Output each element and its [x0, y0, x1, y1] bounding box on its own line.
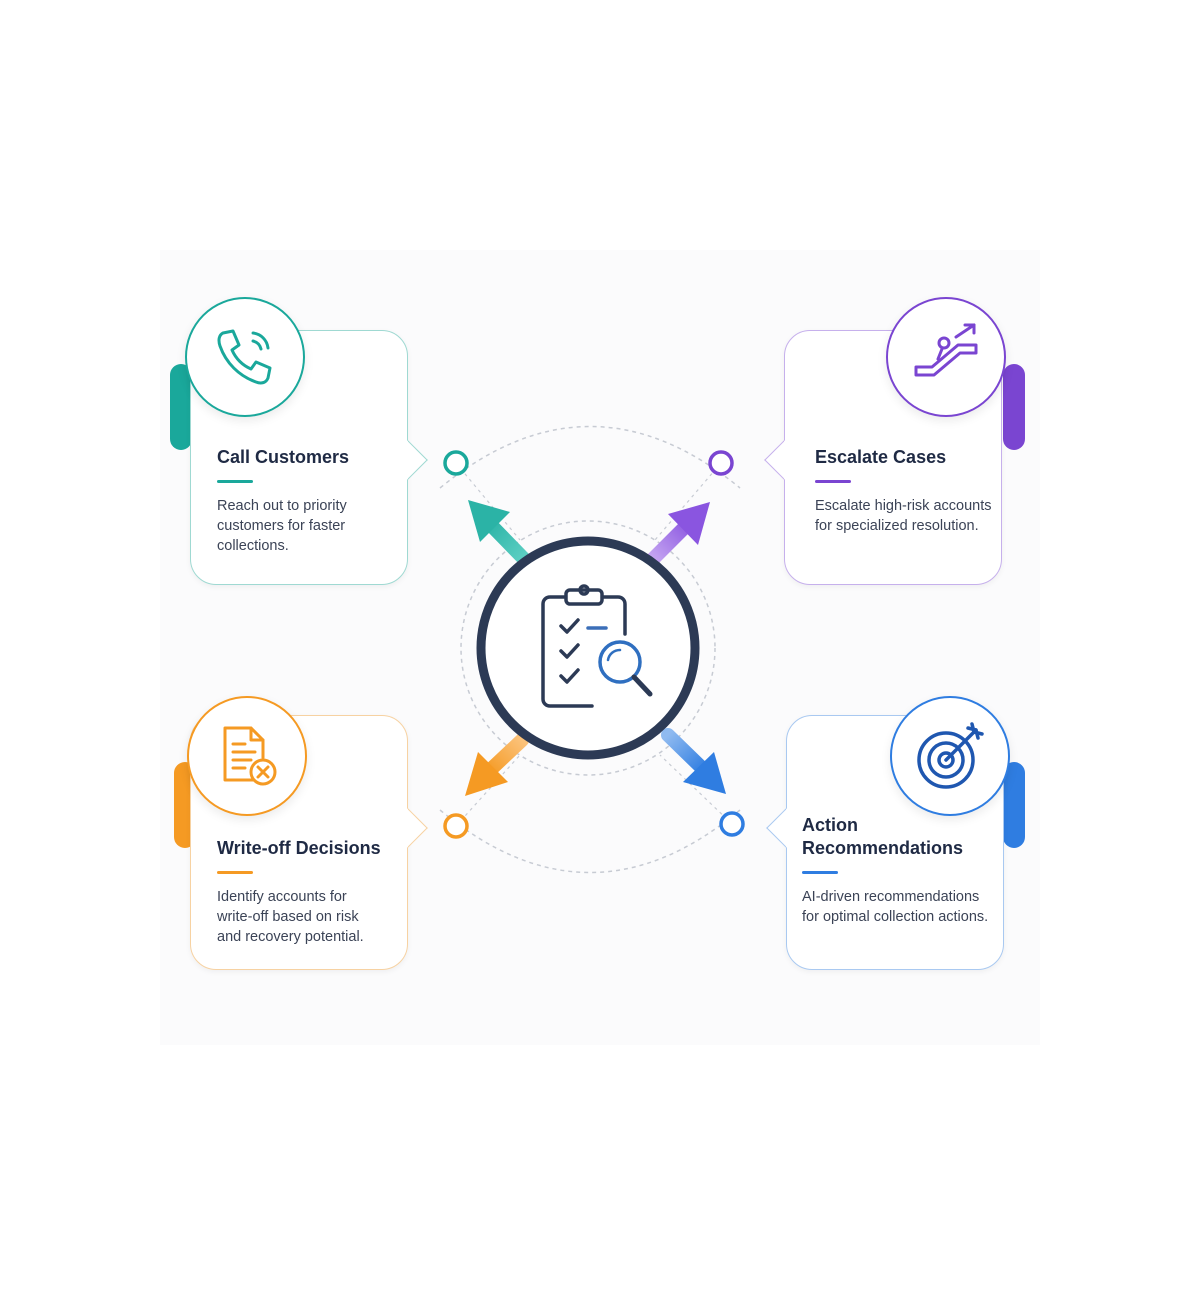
card-title: Action Recommendations [802, 815, 964, 858]
card-title: Escalate Cases [815, 447, 947, 467]
document-cancel-icon [223, 726, 277, 786]
phone-icon [217, 329, 272, 385]
card-title: Call Customers [217, 447, 350, 467]
icon-badge [890, 696, 1010, 816]
arrow-orange [465, 733, 529, 796]
icon-badge [185, 297, 305, 417]
card-description: Escalate high-risk accounts for speciali… [815, 498, 992, 534]
target-icon [917, 722, 984, 789]
node-teal [443, 450, 469, 476]
node-blue [719, 811, 745, 837]
card-title: Write-off Decisions [217, 838, 381, 858]
icon-badge [187, 696, 307, 816]
card-description: AI-driven recommendations for optimal co… [802, 889, 989, 925]
card-tab [1003, 364, 1025, 450]
title-underline [217, 480, 253, 483]
dashed-guide-tl [455, 462, 521, 541]
card-description: Reach out to priority customers for fast… [217, 498, 347, 554]
title-underline [217, 871, 253, 874]
card-description: Identify accounts for write-off based on… [217, 889, 364, 945]
dashed-ring [460, 520, 716, 776]
arrow-blue [661, 728, 726, 794]
dashed-guide-br [659, 754, 733, 825]
title-underline [815, 480, 851, 483]
icon-badge [886, 297, 1006, 417]
node-orange [443, 813, 469, 839]
dashed-guide-tr [654, 462, 722, 541]
arrow-teal [468, 500, 532, 567]
node-purple [708, 450, 734, 476]
card-tab [170, 364, 192, 450]
dashed-arc-bottom [439, 809, 741, 874]
arrow-purple [645, 502, 710, 567]
clipboard-search-icon [541, 584, 653, 708]
card-tab [1003, 762, 1025, 848]
dashed-guide-bl [455, 754, 521, 827]
dashed-arc-top [439, 425, 741, 489]
escalator-icon [914, 323, 978, 377]
title-underline [802, 871, 838, 874]
